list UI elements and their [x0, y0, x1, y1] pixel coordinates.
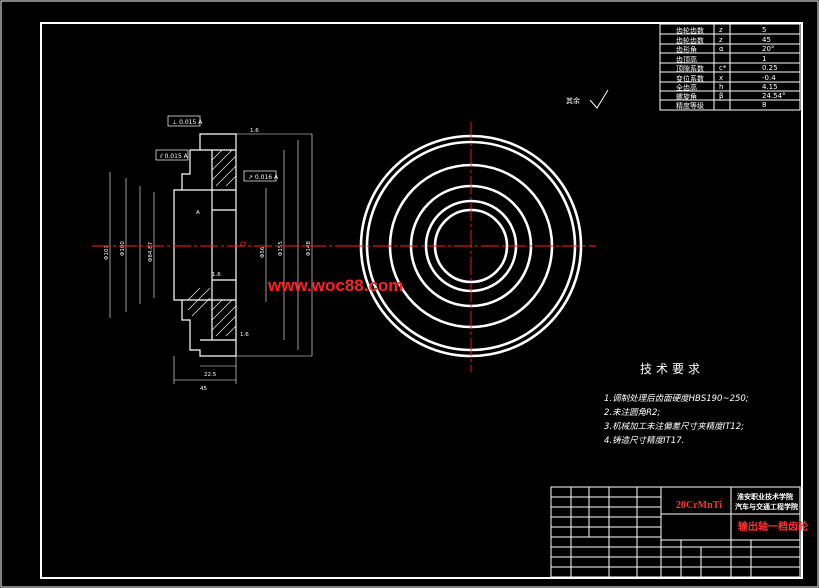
roughness-check-icon [589, 89, 609, 109]
gear-table-value: -0.4 [762, 74, 776, 82]
gear-section-view: ⊥ 0.015 A ⫽ 0.015 A ↗ 0.016 A Φ107 Φ100 … [104, 115, 313, 392]
svg-text:⫽ 0.015 A: ⫽ 0.015 A [159, 153, 189, 160]
gear-table-label: 齿轮齿数 [676, 27, 704, 35]
svg-text:Φ56: Φ56 [260, 246, 266, 258]
material-label: 20CrMnTi [676, 500, 722, 511]
gear-table-symbol: α [719, 45, 724, 53]
inner-frame [40, 22, 803, 579]
technical-requirements-list: 1.调制处理后齿面硬度HBS190~250; 2.未注圆角R2; 3.机械加工未… [604, 392, 749, 448]
requirement-item: 2.未注圆角R2; [604, 408, 661, 418]
requirement-item: 3.机械加工未注偏差尺寸夹精度IT12; [604, 422, 744, 432]
svg-text:A: A [196, 210, 200, 216]
requirement-item: 1.调制处理后齿面硬度HBS190~250; [604, 394, 749, 404]
gear-table-symbol: z [719, 26, 723, 34]
gear-table-value: 1 [762, 55, 767, 63]
svg-text:Φ100: Φ100 [120, 241, 126, 256]
gear-table-symbol: h [719, 83, 724, 91]
svg-text:Φ155: Φ155 [278, 241, 284, 256]
svg-text:Φ84.87: Φ84.87 [148, 241, 154, 262]
front-view-centerlines [346, 122, 596, 372]
gear-table-label: 精度等级 [676, 102, 704, 110]
gear-table-label: 齿顶高 [676, 56, 697, 64]
svg-text:Φ148: Φ148 [306, 241, 312, 256]
gear-table-label: 变位系数 [676, 75, 704, 83]
gear-table-label: 顶隙系数 [676, 65, 704, 73]
gear-table-label: 齿形角 [676, 46, 697, 54]
drawing-name: 输出轴一档齿轮 [738, 522, 808, 533]
title-block [550, 486, 801, 578]
requirement-item: 4.铸造尺寸精度IT17. [604, 436, 685, 446]
svg-text:1.6: 1.6 [212, 272, 221, 278]
gear-parameter-table [659, 23, 801, 111]
gear-table-symbol: x [719, 74, 724, 82]
svg-text:Φ107: Φ107 [104, 245, 110, 260]
gear-table-symbol: z [719, 36, 723, 44]
gear-table-value: 20° [762, 45, 775, 53]
roughness-note: 其余 [566, 97, 580, 105]
svg-text:22.5: 22.5 [204, 372, 217, 378]
svg-text:1.6: 1.6 [250, 128, 259, 134]
svg-text:⊥ 0.015 A: ⊥ 0.015 A [172, 119, 203, 126]
gear-table-label: 齿轮齿数 [676, 37, 704, 45]
svg-text:↗ 0.016 A: ↗ 0.016 A [248, 174, 279, 181]
institution-label: 淮安职业技术学院 [737, 493, 793, 501]
gear-table-symbol: c* [719, 64, 727, 72]
gear-table-value: 0.25 [762, 64, 778, 72]
gear-table-label: 螺旋角 [676, 93, 697, 101]
svg-text:1.6: 1.6 [240, 332, 249, 338]
technical-requirements-title: 技术要求 [640, 362, 705, 376]
watermark: www.woc88.com [268, 276, 404, 295]
gear-table-value: 8 [762, 101, 767, 109]
gear-table-value: 24.54° [762, 92, 786, 100]
svg-text:45: 45 [200, 386, 207, 392]
gear-table-label: 全齿高 [676, 84, 697, 92]
institution-label-2: 汽车与交通工程学院 [735, 503, 798, 511]
gear-table-value: 5 [762, 26, 767, 34]
gear-table-symbol: β [719, 92, 724, 100]
gear-table-value: 4.15 [762, 83, 778, 91]
gear-table-value: 45 [762, 36, 771, 44]
